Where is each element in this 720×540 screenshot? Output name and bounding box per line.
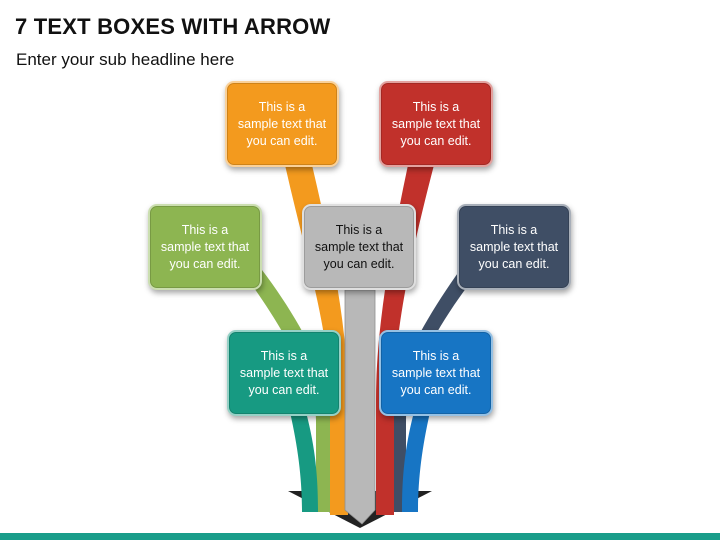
text-box-orange[interactable]: This is a sample text that you can edit.	[225, 81, 339, 167]
text-box-navy[interactable]: This is a sample text that you can edit.	[457, 204, 571, 290]
ribbon-red	[376, 165, 434, 515]
text-box-green[interactable]: This is a sample text that you can edit.	[148, 204, 262, 290]
text-box-gray[interactable]: This is a sample text that you can edit.	[302, 204, 416, 290]
bottom-accent-bar	[0, 533, 720, 540]
text-box-gray-text: This is a sample text that you can edit.	[314, 222, 404, 271]
text-box-orange-text: This is a sample text that you can edit.	[237, 99, 327, 148]
text-box-teal[interactable]: This is a sample text that you can edit.	[227, 330, 341, 416]
text-box-navy-text: This is a sample text that you can edit.	[469, 222, 559, 271]
page-subtitle: Enter your sub headline here	[16, 50, 235, 69]
ribbon-blue	[402, 412, 430, 512]
text-box-green-text: This is a sample text that you can edit.	[160, 222, 250, 271]
text-box-blue-text: This is a sample text that you can edit.	[391, 348, 481, 397]
text-box-blue[interactable]: This is a sample text that you can edit.	[379, 330, 493, 416]
ribbon-orange	[285, 165, 348, 515]
text-box-teal-text: This is a sample text that you can edit.	[239, 348, 329, 397]
text-box-red[interactable]: This is a sample text that you can edit.	[379, 81, 493, 167]
ribbon-teal	[290, 412, 318, 512]
page-title: 7 TEXT BOXES WITH ARROW	[15, 14, 331, 39]
ribbon-gray	[344, 289, 376, 525]
text-box-red-text: This is a sample text that you can edit.	[391, 99, 481, 148]
